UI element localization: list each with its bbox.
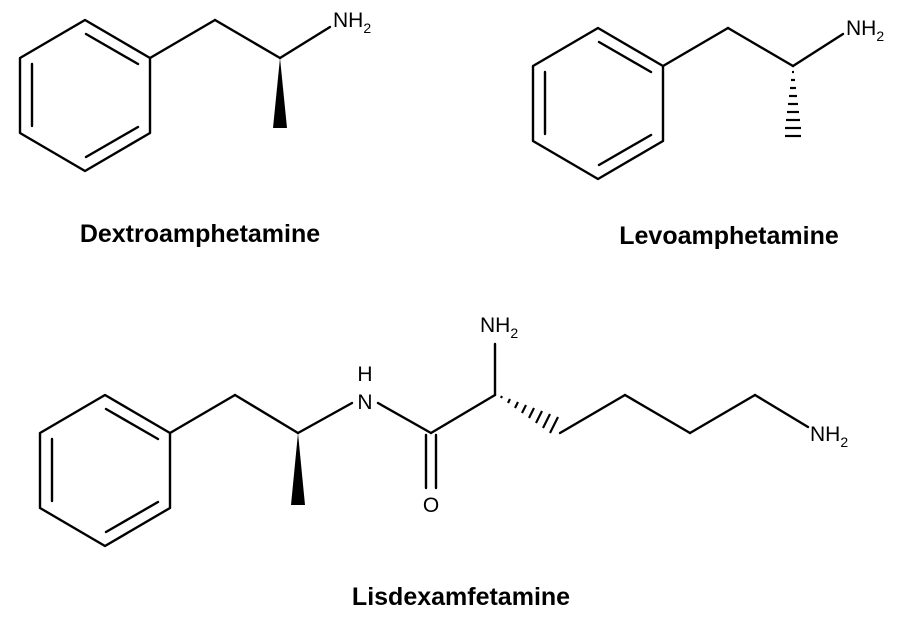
levo-chain-bond-2 xyxy=(726,26,795,68)
levo-chain-bond-1 xyxy=(661,26,730,68)
dextro-amine-bond xyxy=(278,25,332,60)
lisdex-ring-double-bond-1 xyxy=(104,407,160,441)
lisdex-n-carbonyl-bond xyxy=(376,401,433,435)
dextroamphetamine-name: Dextroamphetamine xyxy=(80,220,320,248)
lisdex-carbonyl-alpha-bond xyxy=(429,393,497,435)
lisdex-lysine-chain-3 xyxy=(688,393,757,435)
dextro-ring-double-bond-1 xyxy=(84,32,140,66)
levoamphetamine-structure: NH2 Levoamphetamine xyxy=(531,17,884,250)
dextro-wedge-methyl xyxy=(273,58,287,128)
dextroamphetamine-structure: NH2 Dextroamphetamine xyxy=(18,9,371,248)
lisdex-lysine-chain-1 xyxy=(558,393,627,435)
lisdex-amide-n-label: N xyxy=(357,391,372,414)
lisdex-wedge-methyl xyxy=(291,433,305,505)
lisdex-carbonyl-o-label: O xyxy=(423,494,439,517)
dextro-chain-bond-1 xyxy=(148,18,217,60)
dextro-benzene-ring xyxy=(18,18,152,173)
lisdex-hashed-bond xyxy=(500,395,559,434)
levo-amine-label: NH2 xyxy=(846,17,884,44)
dextro-ring-double-bond-2 xyxy=(84,125,140,159)
dextro-amine-label: NH2 xyxy=(333,9,371,36)
levo-amine-bond xyxy=(791,32,845,68)
levo-hashed-methyl xyxy=(785,70,801,138)
lisdex-chain-bond-2 xyxy=(233,393,300,435)
levo-ring-double-bond-1 xyxy=(597,40,653,74)
levo-benzene-ring xyxy=(531,26,665,181)
lisdexamfetamine-name: Lisdexamfetamine xyxy=(352,583,570,611)
lisdex-c-n-bond xyxy=(296,401,354,435)
lisdex-ring-double-bond-2 xyxy=(104,500,160,534)
lisdexamfetamine-structure: H N O NH2 NH2 Lisdexamfetamine xyxy=(38,314,848,611)
lisdex-alpha-amine-label: NH2 xyxy=(480,314,518,341)
dextro-chain-bond-2 xyxy=(213,18,282,60)
lisdex-chain-bond-1 xyxy=(168,393,237,435)
levo-ring-double-bond-2 xyxy=(597,133,653,167)
lisdex-amide-h-label: H xyxy=(357,363,372,386)
levoamphetamine-name: Levoamphetamine xyxy=(619,222,839,250)
lisdex-benzene-ring xyxy=(38,393,172,548)
lisdex-lysine-chain-4 xyxy=(753,393,810,429)
lisdex-terminal-amine-label: NH2 xyxy=(810,423,848,450)
lisdex-lysine-chain-2 xyxy=(623,393,692,435)
